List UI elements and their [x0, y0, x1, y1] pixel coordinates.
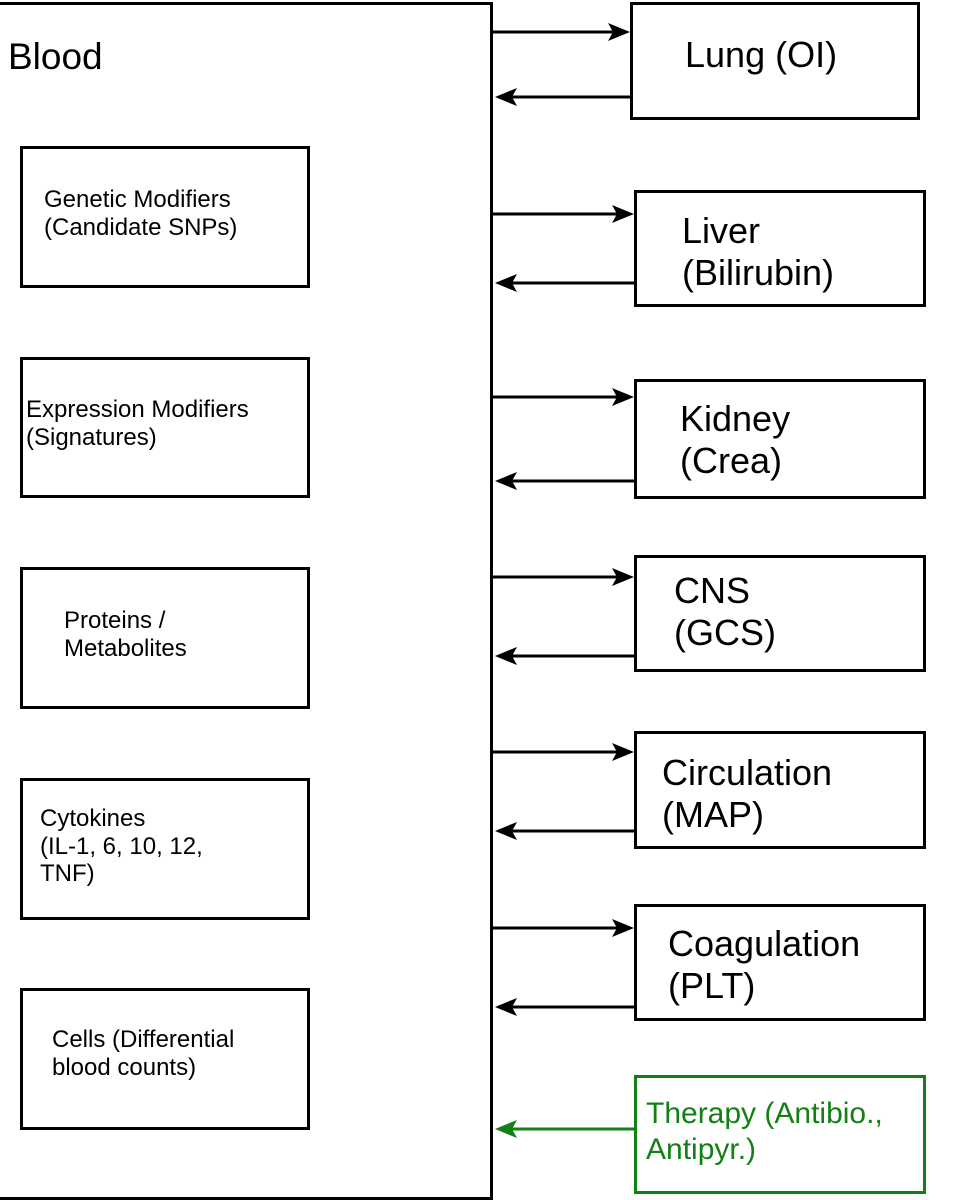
liver-label: Liver (Bilirubin): [682, 210, 835, 294]
kidney-label: Kidney (Crea): [680, 398, 791, 482]
circulation-label: Circulation (MAP): [662, 752, 833, 836]
coagulation-outgoing-arrowhead: [612, 919, 634, 937]
expression-modifiers-label: Expression Modifiers (Signatures): [26, 396, 249, 451]
circulation-incoming-arrowhead: [495, 822, 517, 840]
therapy-label: Therapy (Antibio., Antipyr.): [646, 1097, 883, 1166]
cns-incoming-arrowhead: [495, 647, 517, 665]
lung-box: [630, 2, 920, 120]
cns-label: CNS (GCS): [674, 570, 776, 654]
coagulation-incoming-arrowhead: [495, 998, 517, 1016]
lung-outgoing-arrowhead: [608, 23, 630, 41]
coagulation-label: Coagulation (PLT): [668, 923, 861, 1007]
blood-label: Blood: [8, 36, 103, 77]
lung-incoming-arrowhead: [495, 88, 517, 106]
liver-box: [634, 190, 926, 307]
kidney-outgoing-arrowhead: [612, 388, 634, 406]
cytokines-label: Cytokines (IL-1, 6, 10, 12, TNF): [40, 805, 203, 888]
proteins-metabolites-label: Proteins / Metabolites: [64, 607, 187, 662]
expression-modifiers-box: [20, 357, 310, 498]
cns-box: [634, 555, 926, 672]
cns-outgoing-arrowhead: [612, 568, 634, 586]
kidney-incoming-arrowhead: [495, 472, 517, 490]
circulation-box: [634, 731, 926, 849]
genetic-modifiers-label: Genetic Modifiers (Candidate SNPs): [44, 186, 238, 241]
cells-box: [20, 988, 310, 1130]
proteins-metabolites-box: [20, 567, 310, 709]
kidney-box: [634, 379, 926, 499]
cytokines-box: [20, 778, 310, 920]
therapy-arrowhead: [495, 1120, 517, 1138]
cells-label: Cells (Differential blood counts): [52, 1026, 235, 1081]
liver-incoming-arrowhead: [495, 274, 517, 292]
circulation-outgoing-arrowhead: [612, 743, 634, 761]
genetic-modifiers-box: [20, 146, 310, 288]
coagulation-box: [634, 904, 926, 1021]
therapy-box: [634, 1075, 926, 1194]
liver-outgoing-arrowhead: [612, 205, 634, 223]
lung-label: Lung (OI): [685, 34, 838, 75]
